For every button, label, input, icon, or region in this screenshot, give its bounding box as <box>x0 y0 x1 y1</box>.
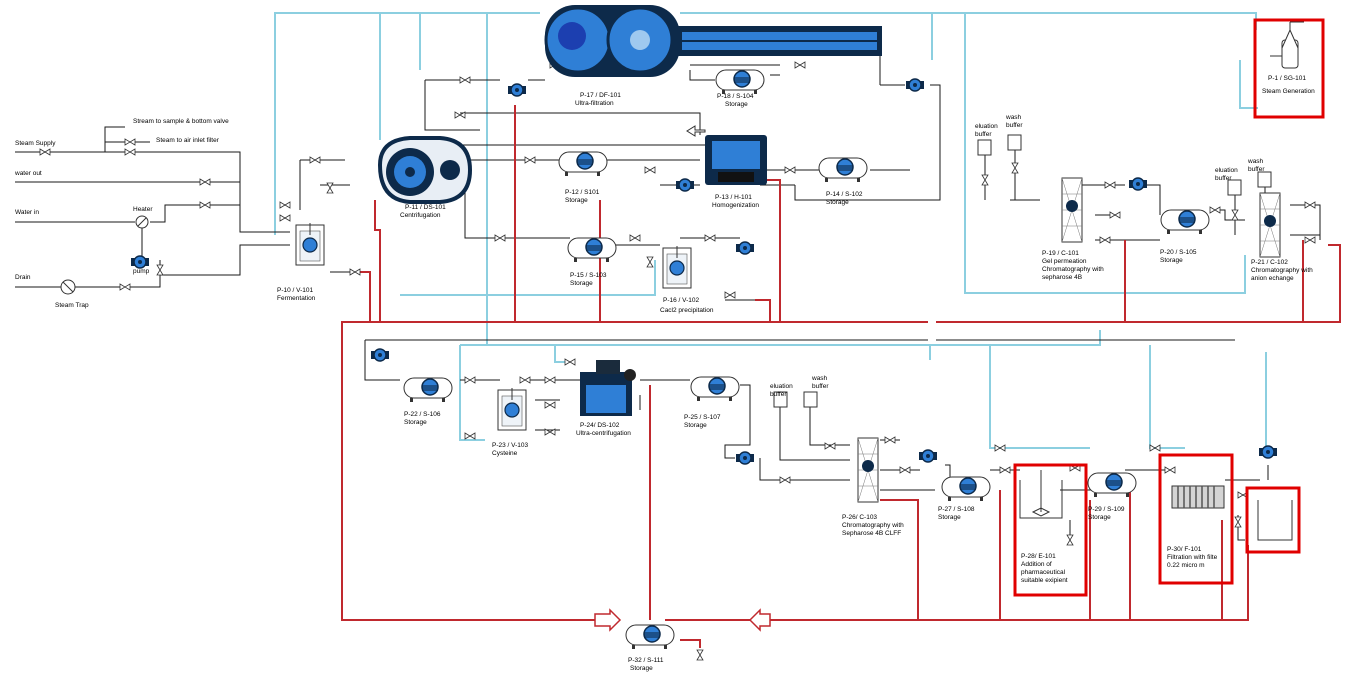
buffer-wash-2-line2: buffer <box>1248 166 1265 173</box>
p19-name-line2: Chromatography with <box>1042 266 1104 273</box>
ultrafiltration-p17 <box>544 5 882 77</box>
steam-generator-p1 <box>1270 21 1304 69</box>
steam-trap-icon-mark <box>62 281 74 293</box>
buffer-elution-line1: eluation <box>975 123 998 130</box>
p28-name-line3: suitable exipient <box>1021 577 1068 584</box>
label-water-out: water out <box>14 170 42 177</box>
label-heater: Heater <box>133 206 153 213</box>
p26-name-line2: Sepharose 4B CLFF <box>842 530 901 537</box>
p21-name-line2: anion echange <box>1251 275 1294 282</box>
p21-id: P-21 / C-102 <box>1251 259 1288 266</box>
p18-id: P-18 / S-104 <box>717 93 754 100</box>
p19-id: P-19 / C-101 <box>1042 250 1079 257</box>
line-break <box>928 336 936 344</box>
label-water-in: Water in <box>15 209 39 216</box>
p1-id: P-1 / SG-101 <box>1268 75 1306 82</box>
p24-id: P-24/ DS-102 <box>580 422 620 429</box>
p13-name: Homogenization <box>712 202 759 209</box>
p15-name: Storage <box>570 280 593 287</box>
highlight-box-final-tank <box>1245 486 1301 554</box>
p1-name: Steam Generation <box>1262 88 1315 95</box>
p32-name: Storage <box>630 665 653 672</box>
highlight-box-filtration <box>1158 453 1234 585</box>
buffer-wash-3-line2: buffer <box>812 383 829 390</box>
filter-p30 <box>1171 485 1225 509</box>
buffer-tanks <box>773 134 1272 408</box>
p28-id: P-28/ E-101 <box>1021 553 1056 560</box>
buffer-elution-3-line2: buffer <box>770 391 787 398</box>
p29-id: P-29 / S-109 <box>1088 506 1125 513</box>
buffer-wash-3-line1: wash <box>811 375 828 382</box>
label-pump: pump <box>133 268 150 275</box>
heater-icon-mark <box>137 217 147 227</box>
buffer-elution-3-line1: eluation <box>770 383 793 390</box>
label-stream-sample: Stream to sample & bottom valve <box>133 118 229 125</box>
buffer-wash-line2: buffer <box>1006 122 1023 129</box>
buffer-wash-line1: wash <box>1005 114 1022 121</box>
line-break <box>928 318 936 326</box>
highlight-box-excipient <box>1013 463 1088 597</box>
p22-id: P-22 / S-106 <box>404 411 441 418</box>
p30-name-line1: Filtration with filte <box>1167 554 1218 561</box>
steam-lines <box>274 12 1267 449</box>
p15-id: P-15 / S-103 <box>570 272 607 279</box>
flow-arrows <box>594 608 771 632</box>
p27-id: P-27 / S-108 <box>938 506 975 513</box>
p30-id: P-30/ F-101 <box>1167 546 1202 553</box>
p12-name: Storage <box>565 197 588 204</box>
p11-id: P-11 / DS-101 <box>405 204 446 211</box>
p16-name: Cacl2 precipitation <box>660 307 714 314</box>
p25-id: P-25 / S-107 <box>684 414 721 421</box>
p19-name-line1: Gel permeation <box>1042 258 1087 265</box>
p14-name: Storage <box>826 199 849 206</box>
p11-name: Centrifugation <box>400 212 441 219</box>
label-steam-supply: Steam Supply <box>15 140 56 147</box>
p32-id: P-32 / S-111 <box>628 657 664 664</box>
p10-id: P-10 / V-101 <box>277 287 314 294</box>
p26-name-line1: Chromatography with <box>842 522 904 529</box>
p12-id: P-12 / S101 <box>565 189 600 196</box>
flow-arrow-h101 <box>686 125 706 137</box>
label-steam-trap: Steam Trap <box>55 302 89 309</box>
label-steam-air-filter: Steam to air inlet filter <box>156 137 220 144</box>
p26-id: P-26/ C-103 <box>842 514 877 521</box>
product-lines <box>341 105 1341 648</box>
p22-name: Storage <box>404 419 427 426</box>
p23-id: P-23 / V-103 <box>492 442 529 449</box>
buffer-wash-2-line1: wash <box>1247 158 1264 165</box>
p17-id: P-17 / DF-101 <box>580 92 621 99</box>
p13-id: P-13 / H-101 <box>715 194 752 201</box>
p28-name-line1: Addition of <box>1021 561 1052 568</box>
p28-name-line2: pharmaceutical <box>1021 569 1066 576</box>
p27-name: Storage <box>938 514 961 521</box>
highlight-box-steam-generation <box>1253 18 1325 119</box>
centrifuge-p11 <box>377 136 473 204</box>
buffer-elution-line2: buffer <box>975 131 992 138</box>
p19-name-line3: sepharose 4B <box>1042 274 1082 281</box>
p16-id: P-16 / V-102 <box>663 297 700 304</box>
final-tank <box>1257 500 1293 541</box>
p21-name-line1: Chromatography with <box>1251 267 1313 274</box>
label-drain: Drain <box>15 274 31 281</box>
p29-name: Storage <box>1088 514 1111 521</box>
p20-name: Storage <box>1160 257 1183 264</box>
ultracentrifuge-p24 <box>580 360 636 416</box>
p14-id: P-14 / S-102 <box>826 191 863 198</box>
p24-name: Ultra-centrifugation <box>576 430 631 437</box>
buffer-elution-2-line2: buffer <box>1215 175 1232 182</box>
homogenizer-p13 <box>705 135 767 185</box>
p25-name: Storage <box>684 422 707 429</box>
p23-name: Cysteine <box>492 450 518 457</box>
buffer-elution-2-line1: eluation <box>1215 167 1238 174</box>
p20-id: P-20 / S-105 <box>1160 249 1197 256</box>
p17-name: Ultra-filtration <box>575 100 614 107</box>
p18-name: Storage <box>725 101 748 108</box>
p30-name-line2: 0.22 micro m <box>1167 562 1205 569</box>
p10-name: Fermentation <box>277 295 316 302</box>
excipient-tank-p28 <box>1019 470 1063 519</box>
pumps <box>130 78 1278 465</box>
